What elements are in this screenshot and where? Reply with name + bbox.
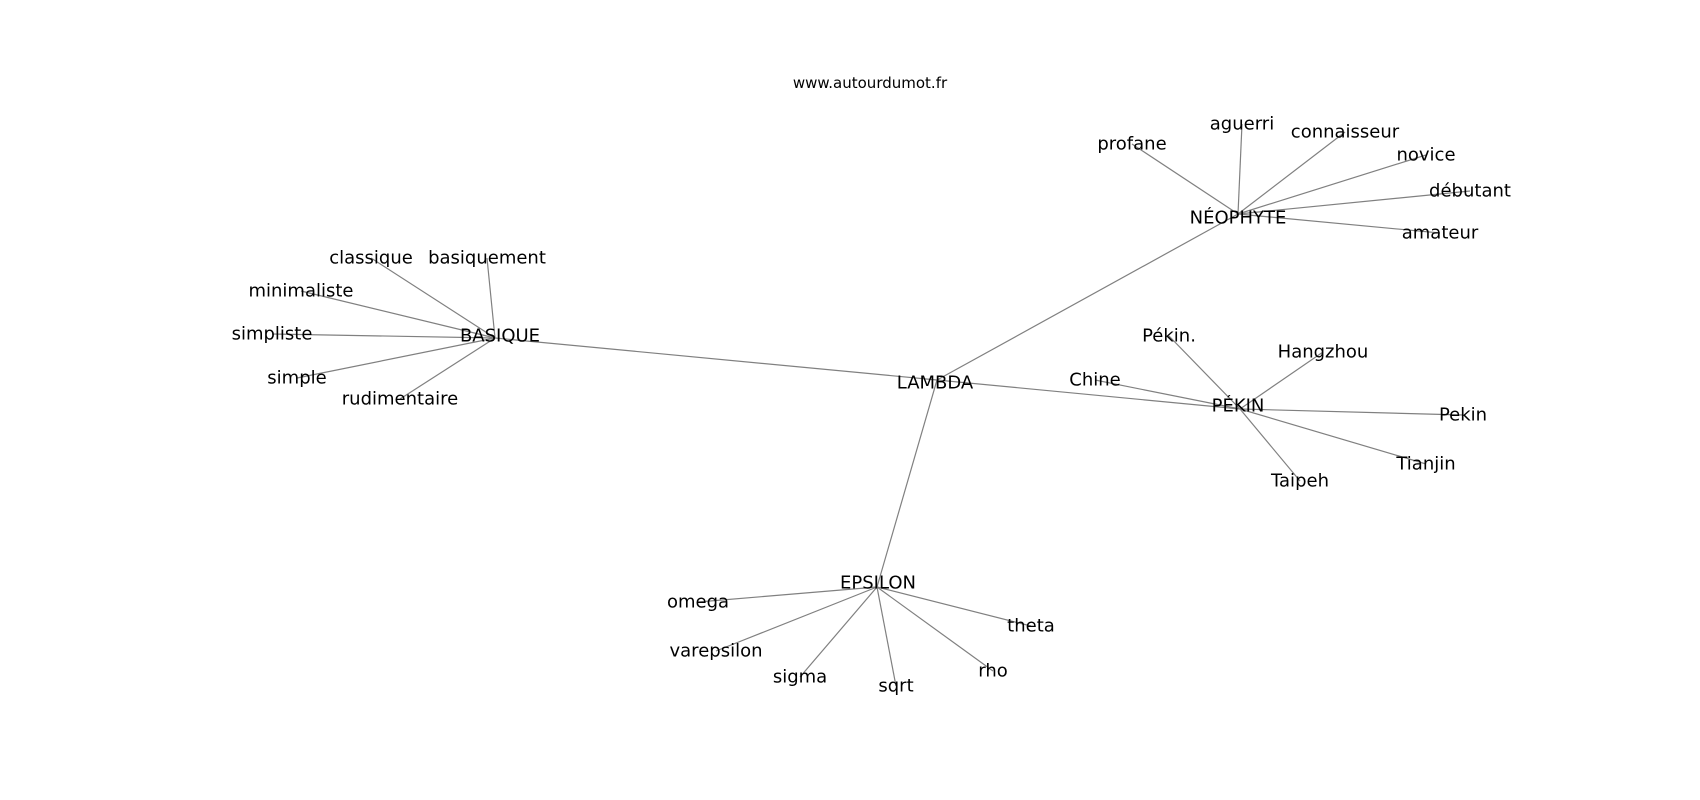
edge-center-neophyte — [936, 213, 1239, 381]
edge-basique-simpliste — [271, 333, 496, 339]
edge-pekin-hangzhou — [1239, 351, 1324, 410]
node-hub-pekin: PÉKIN — [1212, 395, 1265, 417]
edge-neophyte-debutant — [1237, 190, 1471, 215]
node-leaf-basiquement: basiquement — [428, 248, 546, 269]
node-hub-basique: BASIQUE — [460, 326, 540, 347]
node-leaf-simpliste: simpliste — [232, 324, 313, 345]
labels-layer: LAMBDA NÉOPHYTE profane aguerri connaisseurn… — [232, 114, 1511, 697]
node-leaf-varepsilon: varepsilon — [670, 641, 763, 662]
node-leaf-novice: novice — [1396, 145, 1455, 166]
edge-basique-simple — [296, 337, 496, 379]
edge-center-pekin — [936, 379, 1241, 410]
edge-neophyte-novice — [1237, 154, 1427, 215]
edge-center-basique — [494, 337, 938, 381]
edge-pekin-taipeh — [1239, 408, 1301, 482]
edge-neophyte-amateur — [1237, 213, 1441, 234]
node-leaf-aguerri: aguerri — [1210, 114, 1274, 135]
node-leaf-pekin: Pékin. — [1142, 326, 1196, 347]
edge-epsilon-sigma — [799, 586, 878, 678]
edge-epsilon-theta — [876, 586, 1032, 627]
node-leaf-omega: omega — [667, 592, 729, 613]
node-leaf-simple: simple — [267, 368, 326, 389]
edge-pekin-pekin — [1239, 408, 1464, 416]
edge-pekin-chine — [1094, 379, 1241, 410]
edge-neophyte-profane — [1131, 143, 1239, 215]
edge-neophyte-connaisseur — [1237, 131, 1346, 215]
node-leaf-theta: theta — [1007, 616, 1055, 637]
node-leaf-chine: Chine — [1069, 370, 1120, 391]
edge-basique-minimaliste — [300, 290, 496, 339]
node-leaf-sqrt: sqrt — [878, 676, 913, 697]
edge-basique-basiquement — [486, 257, 496, 339]
node-center: LAMBDA — [897, 373, 974, 394]
edge-epsilon-sqrt — [876, 586, 897, 687]
node-leaf-sigma: sigma — [773, 667, 827, 688]
edge-pekin-pekin — [1168, 335, 1241, 410]
node-leaf-minimaliste: minimaliste — [248, 281, 353, 302]
node-leaf-rudimentaire: rudimentaire — [342, 389, 458, 410]
edges-layer — [271, 123, 1471, 687]
watermark-text: www.autourdumot.fr — [793, 74, 948, 92]
node-leaf-pekin: Pekin — [1439, 405, 1487, 426]
node-leaf-amateur: amateur — [1402, 223, 1479, 244]
node-leaf-taipeh: Taipeh — [1270, 471, 1329, 492]
node-hub-neophyte: NÉOPHYTE — [1190, 207, 1287, 229]
node-leaf-hangzhou: Hangzhou — [1278, 342, 1369, 363]
edge-epsilon-rho — [876, 586, 994, 672]
node-hub-epsilon: EPSILON — [840, 573, 916, 594]
edge-neophyte-aguerri — [1237, 123, 1243, 215]
node-leaf-profane: profane — [1097, 134, 1166, 155]
edge-center-epsilon — [876, 379, 938, 588]
edge-epsilon-omega — [697, 586, 878, 603]
node-leaf-classique: classique — [329, 248, 413, 269]
edge-basique-classique — [370, 257, 496, 339]
node-leaf-connaisseur: connaisseur — [1291, 122, 1400, 143]
edge-basique-rudimentaire — [399, 337, 496, 400]
node-leaf-rho: rho — [978, 661, 1008, 682]
node-leaf-tianjin: Tianjin — [1395, 454, 1455, 475]
edge-pekin-tianjin — [1239, 408, 1427, 465]
node-leaf-debutant: débutant — [1429, 181, 1511, 202]
edge-epsilon-varepsilon — [715, 586, 878, 652]
